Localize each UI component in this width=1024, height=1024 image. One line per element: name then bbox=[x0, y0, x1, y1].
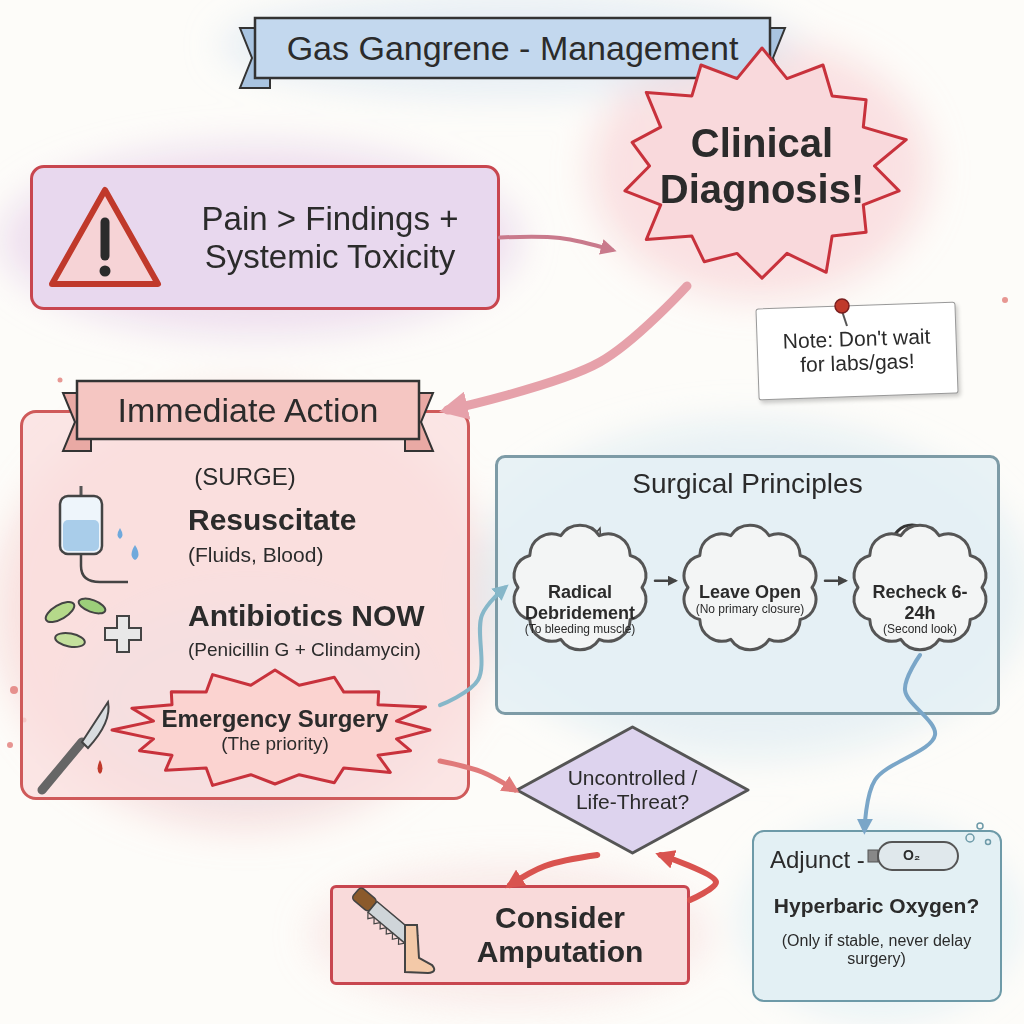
bacteria-icon bbox=[43, 596, 141, 652]
principles-panel: Surgical PrinciplesRadical Debridement(T… bbox=[495, 455, 1000, 715]
gas-label: O₂ bbox=[903, 847, 920, 863]
note-card: Note: Don't wait for labs/gas! bbox=[755, 302, 958, 401]
amputation-box: Consider Amputation bbox=[330, 885, 690, 985]
cloud-shape bbox=[854, 525, 986, 649]
node-text: Consider Amputation bbox=[448, 901, 672, 970]
step-cloud: Leave Open(No primary closure) bbox=[675, 520, 825, 655]
iv-bag-icon bbox=[60, 486, 139, 582]
decision-diamond: Uncontrolled / Life-Threat? bbox=[515, 725, 750, 855]
node-text: Clinical Diagnosis! bbox=[660, 120, 864, 212]
warning-icon bbox=[52, 190, 158, 284]
pushpin-icon bbox=[835, 299, 849, 326]
node-text: Emergency Surgery bbox=[162, 705, 389, 733]
node-text: Resuscitate bbox=[188, 503, 468, 538]
node-text: Radical Debridement bbox=[519, 582, 641, 623]
oxygen-tank-icon bbox=[868, 823, 991, 870]
node-text: Leave Open bbox=[699, 582, 801, 603]
burst-shape bbox=[625, 48, 906, 278]
cloud-shape bbox=[514, 525, 646, 649]
flow-arrow bbox=[440, 588, 505, 706]
cloud-shape bbox=[684, 525, 816, 649]
step-cloud: Radical Debridement(To bleeding muscle) bbox=[505, 520, 655, 655]
panel-heading: Immediate Action bbox=[63, 391, 433, 430]
saw-icon bbox=[348, 887, 418, 951]
action-panel: Immediate Action(SURGE)Resuscitate(Fluid… bbox=[20, 410, 470, 800]
panel-heading: Surgical Principles bbox=[498, 468, 997, 500]
burst-outline bbox=[612, 46, 912, 286]
recheck-icon bbox=[892, 525, 946, 577]
adjunct-box: Adjunct - Hyperbaric Oxygen? (Only if stab… bbox=[752, 830, 1002, 1002]
flow-arrow bbox=[661, 855, 716, 900]
diagnosis-burst: Clinical Diagnosis! bbox=[612, 46, 912, 286]
node-text: (SURGE) bbox=[23, 463, 467, 491]
flow-arrow bbox=[448, 286, 688, 410]
flow-arrow bbox=[655, 580, 675, 583]
diagram-title: Gas Gangrene - Management bbox=[255, 18, 770, 78]
node-text: (Only if stable, never delay surgery) bbox=[769, 932, 984, 969]
flow-arrow bbox=[865, 655, 936, 830]
node-text: (To bleeding muscle) bbox=[525, 623, 636, 637]
burst-shape bbox=[112, 670, 430, 785]
leg-icon bbox=[405, 925, 434, 973]
node-text: (The priority) bbox=[221, 733, 329, 755]
diamond-shape bbox=[517, 727, 748, 853]
no-closure-icon bbox=[728, 528, 772, 572]
node-text: Antibiotics NOW bbox=[188, 599, 468, 634]
flow-arrow bbox=[500, 237, 612, 250]
surgery-burst: Emergency Surgery(The priority) bbox=[110, 668, 440, 792]
node-text: Uncontrolled / Life-Threat? bbox=[560, 766, 705, 814]
node-text: Hyperbaric Oxygen? bbox=[754, 894, 999, 918]
node-text: Adjunct - bbox=[770, 846, 870, 874]
node-text: Note: Don't wait for labs/gas! bbox=[769, 324, 945, 378]
node-text: (Fluids, Blood) bbox=[188, 543, 468, 567]
node-text: Recheck 6-24h bbox=[859, 582, 981, 623]
node-text: (No primary closure) bbox=[696, 603, 805, 617]
symptom-box: Pain > Findings + Systemic Toxicity bbox=[30, 165, 500, 310]
node-text: (Second look) bbox=[883, 623, 957, 637]
node-text: Pain > Findings + Systemic Toxicity bbox=[183, 200, 477, 276]
scalpel-icon bbox=[42, 702, 109, 790]
flow-arrow bbox=[510, 855, 597, 885]
flow-arrow bbox=[440, 761, 515, 790]
step-cloud: Recheck 6-24h(Second look) bbox=[845, 520, 995, 655]
node-text: (Penicillin G + Clindamycin) bbox=[188, 639, 470, 661]
flow-arrow bbox=[825, 580, 845, 583]
debridement-icon bbox=[557, 528, 600, 573]
